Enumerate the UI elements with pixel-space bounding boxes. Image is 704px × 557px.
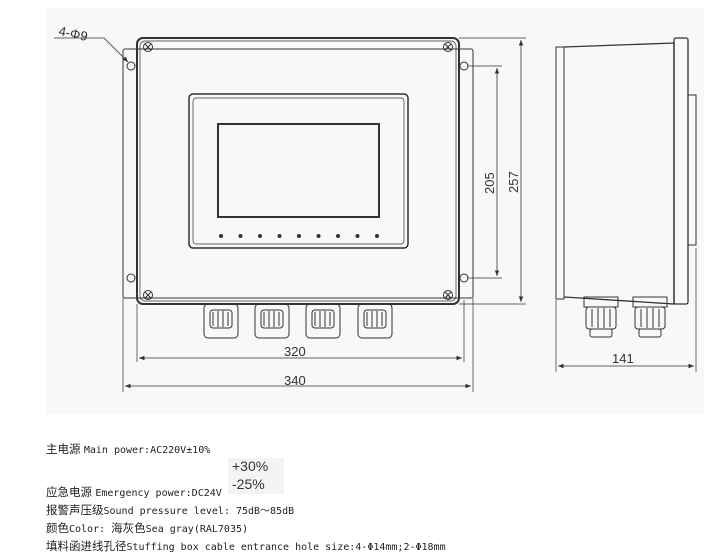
spec-stuffing-box: 填料函进线孔径Stuffing box cable entrance hole … — [46, 539, 446, 553]
cable-gland — [632, 296, 668, 338]
spec-main-power: 主电源 Main power:AC220V±10% — [46, 442, 211, 456]
mounting-hole — [126, 61, 136, 71]
display-screen — [217, 123, 380, 218]
status-led — [277, 234, 282, 238]
side-view — [555, 37, 697, 338]
tolerance-minus: -25% — [232, 476, 265, 492]
hole-callout: 4-Φ9 — [57, 23, 89, 44]
technical-drawing: 4-Φ9 320 340 205 257 141 — [54, 23, 697, 392]
status-led-row — [219, 234, 379, 238]
status-led — [336, 234, 340, 238]
dim-text-141: 141 — [612, 351, 634, 366]
status-led — [375, 234, 379, 238]
dim-text-340: 340 — [284, 373, 306, 388]
cable-gland — [203, 303, 239, 339]
corner-screw — [143, 42, 153, 52]
status-led — [238, 234, 243, 238]
dim-text-205: 205 — [482, 172, 497, 194]
drawing-panel: 4-Φ9 320 340 205 257 141 — [46, 8, 704, 414]
corner-screw — [443, 42, 453, 52]
dim-extension-line — [122, 298, 474, 392]
dim-extension-line — [136, 300, 465, 362]
dim-text-257: 257 — [506, 171, 521, 193]
mounting-hole — [459, 61, 469, 71]
status-led — [355, 234, 360, 238]
status-led — [219, 234, 223, 238]
cable-gland — [254, 303, 290, 339]
spec-emergency-power: 应急电源 Emergency power:DC24V — [46, 485, 222, 499]
hole-leader-line — [54, 37, 129, 63]
cable-gland — [583, 296, 619, 338]
corner-screw — [143, 290, 153, 300]
status-led — [297, 234, 301, 238]
mounting-plate — [122, 48, 474, 299]
front-enclosure — [136, 37, 460, 305]
mounting-hole — [459, 273, 469, 283]
spec-color: 颜色Color: 海灰色Sea gray(RAL7035) — [46, 521, 249, 535]
dim-extension-line — [468, 65, 502, 279]
cable-gland — [305, 303, 341, 339]
corner-screw — [443, 290, 453, 300]
status-led — [258, 234, 262, 238]
mounting-hole — [126, 273, 136, 283]
spec-sound-pressure: 报警声压级Sound pressure level: 75dB～85dB — [46, 503, 295, 517]
tolerance-note: +30% -25% — [228, 458, 284, 494]
dim-text-320: 320 — [284, 344, 306, 359]
tolerance-plus: +30% — [232, 458, 269, 474]
display-bezel — [188, 93, 409, 249]
status-led — [316, 234, 321, 238]
dim-extension-line — [555, 248, 697, 372]
dim-extension-line — [459, 37, 526, 305]
cable-gland — [357, 303, 393, 339]
